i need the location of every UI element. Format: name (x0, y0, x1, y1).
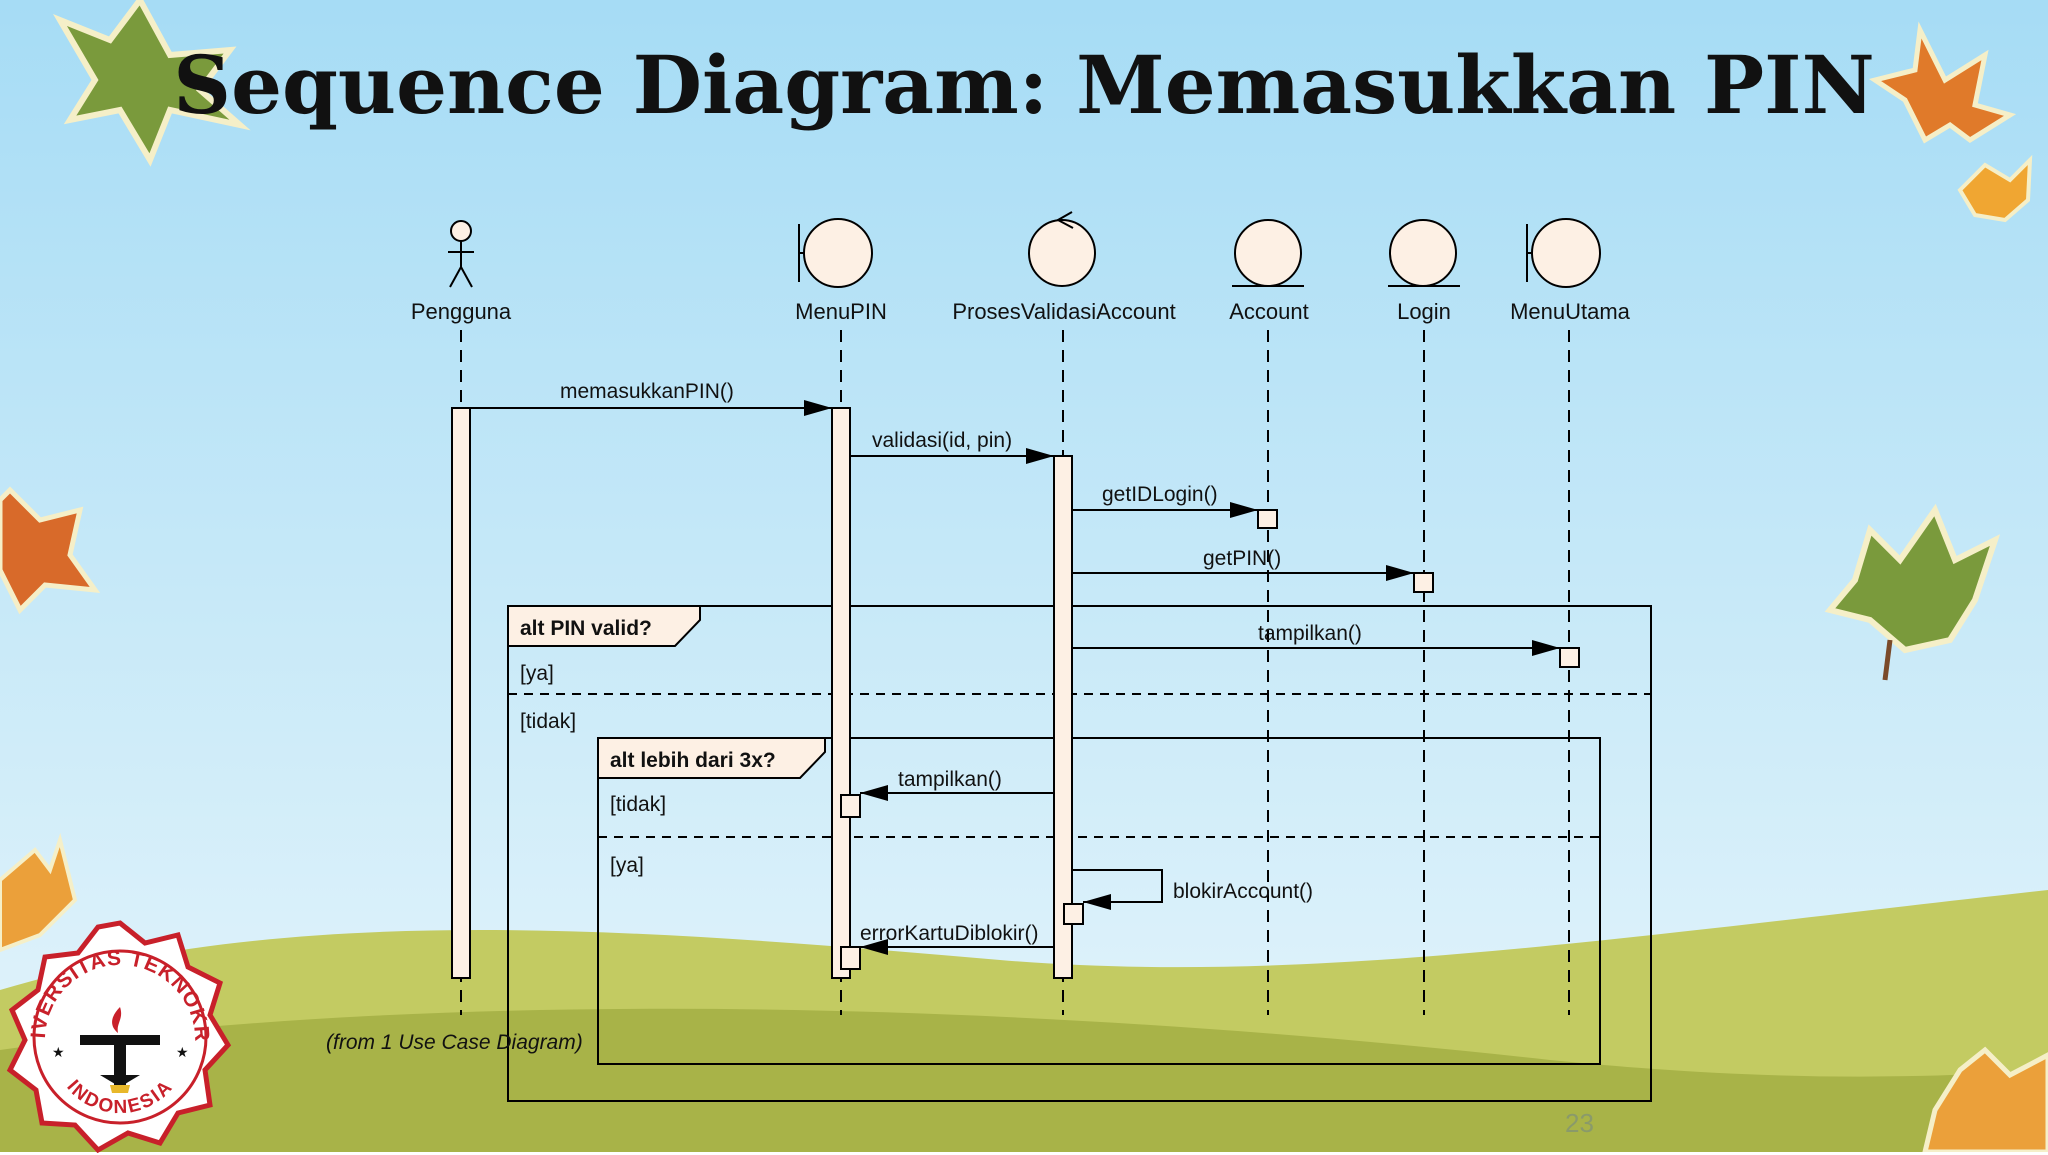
activation-bars (451, 407, 1580, 979)
star-icon: ★ (52, 1044, 65, 1060)
page-number: 23 (1565, 1108, 1594, 1138)
activation-bar (840, 794, 861, 818)
activation-bar (1413, 572, 1434, 593)
fragment-alt-lebih-dari-3x: alt lebih dari 3x? [tidak] [ya] (597, 737, 1601, 1065)
activation-bar (1559, 647, 1580, 668)
leaf-icon (1922, 1046, 2048, 1152)
activation-bar (1053, 455, 1073, 979)
lifeline-label: ProsesValidasiAccount (952, 299, 1175, 324)
message-memasukkanpin: memasukkanPIN() (470, 380, 832, 416)
activation-bar (840, 946, 861, 970)
leaf-icon (1824, 503, 2001, 681)
message-getidlogin: getIDLogin() (1072, 483, 1258, 518)
fragment-label: alt lebih dari 3x? (610, 749, 776, 772)
message-blokiraccount: blokirAccount() (1072, 869, 1313, 910)
message-label: blokirAccount() (1173, 880, 1313, 903)
lifeline-menuutama: MenuUtama (1510, 218, 1631, 1015)
message-label: errorKartuDiblokir() (860, 922, 1039, 945)
leaf-icon (53, 0, 251, 167)
star-icon: ★ (176, 1044, 189, 1060)
message-label: getIDLogin() (1102, 483, 1218, 506)
message-label: tampilkan() (898, 768, 1002, 791)
message-errorkartudiblokir: errorKartuDiblokir() (860, 922, 1054, 955)
fragment-label: alt PIN valid? (520, 617, 652, 640)
entity-icon (1232, 219, 1304, 287)
boundary-icon (1526, 218, 1601, 288)
lifeline-label: MenuUtama (1510, 299, 1631, 324)
lifeline-label: Login (1397, 299, 1451, 324)
message-label: getPIN() (1203, 547, 1281, 570)
diagram-note: (from 1 Use Case Diagram) (326, 1031, 583, 1054)
activation-bar (451, 407, 471, 979)
hill-front (0, 1008, 2048, 1152)
lifeline-label: Pengguna (411, 299, 512, 324)
leaf-icon (1868, 21, 2017, 144)
guard-label: [tidak] (610, 793, 666, 816)
activation-bar (1063, 903, 1084, 925)
lifeline-login: Login (1388, 219, 1460, 1015)
guard-label: [ya] (610, 854, 644, 877)
actor-icon (448, 220, 474, 288)
control-icon (1028, 211, 1096, 287)
lifeline-label: MenuPIN (795, 299, 887, 324)
message-label: tampilkan() (1258, 622, 1362, 645)
guard-label: [tidak] (520, 710, 576, 733)
message-label: validasi(id, pin) (872, 429, 1012, 452)
slide-title: Sequence Diagram: Memasukkan PIN (173, 38, 1875, 132)
guard-label: [ya] (520, 662, 554, 685)
message-tampilkan-menupin: tampilkan() (860, 768, 1054, 801)
leaf-icon (1957, 154, 2033, 223)
leaf-icon (0, 832, 78, 953)
activation-bar (1257, 509, 1278, 529)
lifeline-label: Account (1229, 299, 1309, 324)
torch-icon (80, 1007, 160, 1093)
leaf-icon (0, 486, 101, 615)
activation-bar (831, 407, 851, 979)
message-tampilkan-menuutama: tampilkan() (1072, 622, 1560, 656)
message-validasi: validasi(id, pin) (850, 429, 1054, 464)
message-getpin: getPIN() (1072, 547, 1414, 581)
fragment-alt-pin-valid: alt PIN valid? [ya] [tidak] (507, 605, 1652, 1102)
boundary-icon (798, 218, 873, 288)
lifeline-account: Account (1229, 219, 1309, 1015)
entity-icon (1388, 219, 1460, 287)
message-label: memasukkanPIN() (560, 380, 734, 403)
lifeline-prosesvalidasiaccount: ProsesValidasiAccount (952, 211, 1176, 1015)
university-logo: UNIVERSITAS TEKNOKRAT INDONESIA ★ ★ (0, 915, 232, 1154)
